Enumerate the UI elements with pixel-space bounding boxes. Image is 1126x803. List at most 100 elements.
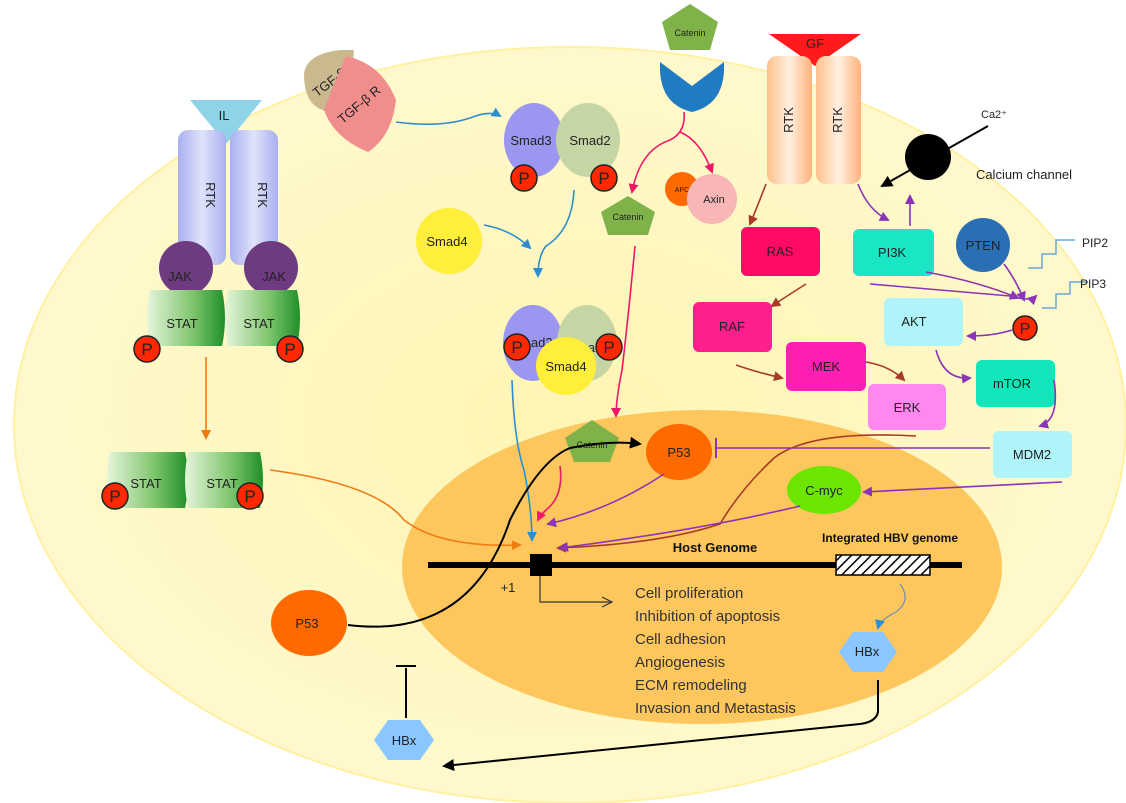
p-badge-smad2-lower [595, 333, 623, 361]
transcription-arrow [539, 576, 612, 602]
tss-label: +1 [501, 580, 516, 595]
smad2-upper [556, 103, 620, 177]
arrow-pip-to-akt [966, 329, 1013, 341]
arrow-mtor-to-mdm2 [1038, 379, 1057, 429]
raf-label: RAF [719, 319, 745, 334]
apc-label: APC [675, 187, 689, 194]
rtk-label: RTK [781, 107, 796, 133]
p-badge-dimer-right [236, 482, 264, 510]
arrow-akt-to-mtor [935, 349, 972, 384]
mek-box [786, 342, 866, 391]
pip3-label: PIP3 [1080, 277, 1106, 291]
stat-left [147, 290, 225, 346]
smad2-label: Smad2 [569, 133, 610, 148]
smad4-lower [536, 337, 596, 395]
arrow-smad-to-genome [511, 379, 537, 542]
outcome-item: Invasion and Metastasis [635, 700, 796, 717]
jak-right-label: JAK [262, 269, 286, 284]
arrow-catenin-to-apc [679, 131, 714, 174]
stat-dimer: STAT STAT P P [101, 452, 264, 510]
calcium-channel-label: Calcium channel [976, 167, 1072, 182]
tgfb-receptor [324, 56, 396, 152]
calcium-ion-label: Ca2⁺ [981, 109, 1007, 121]
p53-nucleus [646, 424, 712, 480]
catenin-label: Catenin [674, 28, 705, 38]
arrow-raf-to-mek [735, 364, 784, 382]
arrow-pi3k-to-pip [869, 283, 1038, 306]
gf-ligand [769, 34, 861, 66]
p53-label: P53 [295, 616, 318, 631]
pip2-label: PIP2 [1082, 236, 1108, 250]
pten [956, 218, 1010, 272]
il-label: IL [219, 108, 230, 123]
arrow-mdm2-to-cmyc [862, 481, 1063, 497]
p-badge-label: P [511, 338, 522, 357]
catenin-mid [601, 196, 655, 235]
p53-label: P53 [667, 445, 690, 460]
p-badge-stat-right [276, 335, 304, 363]
arrow-tgfbr-to-smad [395, 107, 502, 126]
outcome-list: Cell proliferation Inhibition of apoptos… [635, 585, 796, 717]
pip3-mark [1042, 281, 1088, 309]
arrow-pten-to-pip [1003, 263, 1026, 302]
p-badge-stat-left [133, 335, 161, 363]
p-badge-pip [1012, 315, 1038, 341]
arrow-hbx-export [442, 680, 879, 771]
rtk-left-label: RTK [203, 182, 218, 208]
catenin-nucleus [565, 420, 619, 462]
pi3k-box [853, 229, 934, 276]
arrow-ras-to-raf [770, 283, 807, 308]
p-badge-dimer-left [101, 482, 129, 510]
arrow-catenin-to-genome [537, 465, 562, 522]
mtor-label: mTOR [993, 376, 1031, 391]
pi3k-label: PI3K [878, 245, 907, 260]
hbx-label: HBx [392, 733, 417, 748]
mdm2-box [993, 431, 1072, 478]
outcome-item: Angiogenesis [635, 654, 725, 671]
arrow-pi3k-to-pip-2 [925, 271, 1020, 300]
stat-dimer-left-label: STAT [130, 476, 161, 491]
arrow-rtk-to-ras [748, 183, 767, 226]
tgfb-complex: TGF-β TGF-β R [304, 50, 396, 152]
stat-left-label: STAT [166, 316, 197, 331]
arrow-mek-to-erk [865, 361, 906, 382]
stat-right [225, 290, 300, 346]
smad4-free [416, 208, 482, 274]
p-badge-label: P [518, 169, 529, 188]
integrated-hbv-block [835, 554, 931, 576]
arrow-catenin-to-nucleus [611, 245, 636, 418]
erk-label: ERK [894, 400, 921, 415]
rtk-right-label: RTK [255, 182, 270, 208]
hbx-cytoplasm [374, 720, 434, 760]
rtk-right-bar [230, 130, 278, 265]
arrow-p53-to-genome [546, 473, 665, 528]
jak-left [159, 241, 213, 295]
p-badge-label: P [598, 169, 609, 188]
mdm2-label: MDM2 [1013, 447, 1051, 462]
p-badge-label: P [603, 338, 614, 357]
rtk-label: RTK [830, 107, 845, 133]
p-badge-label: P [244, 487, 255, 506]
mtor-box [976, 360, 1055, 407]
promoter-box [530, 554, 552, 576]
calcium-channel [905, 134, 951, 180]
arrow-p53-translocation [347, 436, 642, 628]
gf-label: GF [806, 36, 824, 51]
rtk-left-bar [178, 130, 226, 265]
arrow-calcium-influx [880, 125, 989, 187]
erk-box [868, 384, 946, 430]
arrow-stat-to-genome [269, 469, 522, 551]
cmyc [787, 466, 861, 514]
outcome-item: Cell proliferation [635, 585, 743, 602]
host-genome-label: Host Genome [673, 540, 758, 555]
stat-dimer-right-label: STAT [206, 476, 237, 491]
hbx-nucleus [839, 632, 897, 672]
smad4-label: Smad4 [545, 359, 586, 374]
akt-box [884, 298, 963, 346]
p53-cytoplasm [271, 590, 347, 656]
il-receptor-complex: IL RTK RTK JAK JAK STAT STAT P P [133, 100, 304, 363]
integrated-hbv-label: Integrated HBV genome [822, 531, 958, 545]
hbx-label: HBx [855, 644, 880, 659]
